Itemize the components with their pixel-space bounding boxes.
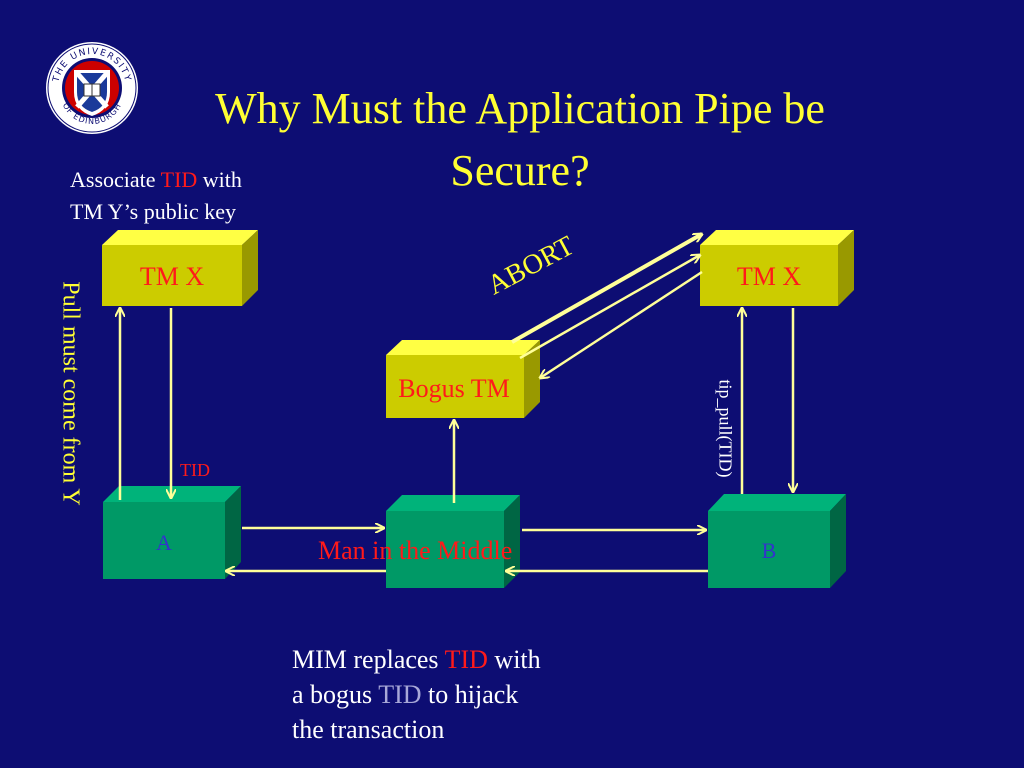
node-a-label: A (156, 530, 172, 555)
mim-box (386, 495, 520, 588)
arrow-tmx-to-bogus (540, 270, 703, 378)
node-a-box (103, 486, 241, 579)
university-seal-logo: THE UNIVERSITY OF EDINBURGH (46, 42, 138, 134)
note-line2b: to hijack (421, 680, 519, 709)
node-b-box (708, 494, 846, 588)
associate-note-part2: with (197, 167, 242, 192)
note-line1a: MIM replaces (292, 645, 445, 674)
man-in-the-middle-label: Man in the Middle (318, 536, 513, 565)
associate-note-part1: Associate (70, 167, 161, 192)
node-b-label: B (761, 538, 777, 563)
tm-x-right-box (700, 230, 854, 306)
tip-pull-label: tip_pull(TID) (715, 379, 736, 478)
note-line2-tid: TID (378, 680, 422, 709)
note-line1-tid: TID (444, 645, 488, 674)
arrow-bogus-to-tmx (519, 255, 700, 360)
tid-label: TID (180, 460, 210, 480)
tm-x-left-box (102, 230, 258, 306)
tm-x-left-label: TM X (139, 262, 205, 291)
mim-explanation-note: MIM replaces TID with a bogus TID to hij… (292, 642, 541, 747)
tm-x-right-label: TM X (736, 262, 802, 291)
associate-note: Associate TID with TM Y’s public key (70, 164, 242, 228)
associate-note-line2: TM Y’s public key (70, 199, 236, 224)
bogus-tm-box (386, 340, 540, 418)
note-line3: the transaction (292, 715, 445, 744)
note-line2a: a bogus (292, 680, 379, 709)
associate-note-tid: TID (160, 167, 198, 192)
bogus-tm-label: Bogus TM (398, 374, 510, 403)
page-title: Why Must the Application Pipe be Secure? (215, 84, 825, 195)
note-line1b: with (487, 645, 541, 674)
arrow-bogus-to-tmx-abort (511, 232, 702, 344)
